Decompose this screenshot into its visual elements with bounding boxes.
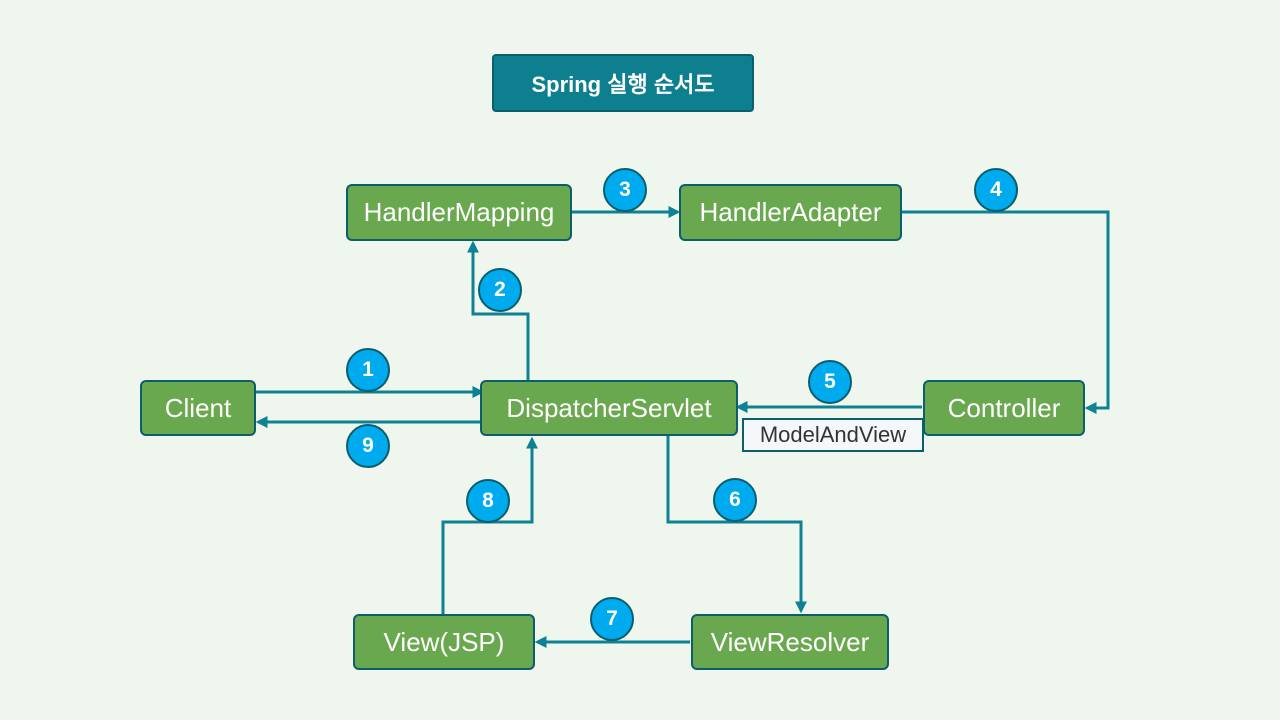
node-handler-mapping: HandlerMapping: [346, 184, 572, 241]
step-badge-7: 7: [590, 597, 634, 641]
arrow-step-8: [441, 436, 538, 614]
step-badge-2: 2: [478, 268, 522, 312]
node-handler-adapter: HandlerAdapter: [679, 184, 902, 241]
node-dispatcher-servlet: DispatcherServlet: [480, 380, 738, 436]
diagram-title: Spring 실행 순서도: [492, 54, 754, 112]
arrow-step-4: [902, 210, 1110, 414]
step-badge-3: 3: [603, 168, 647, 212]
arrow-step-2: [467, 240, 530, 380]
step-badge-5: 5: [808, 360, 852, 404]
step-badge-8: 8: [466, 479, 510, 523]
step-badge-6: 6: [713, 478, 757, 522]
node-view-resolver: ViewResolver: [691, 614, 889, 670]
node-client: Client: [140, 380, 256, 436]
step-badge-1: 1: [346, 348, 390, 392]
step-badge-9: 9: [346, 424, 390, 468]
model-and-view-label: ModelAndView: [742, 418, 924, 452]
step-badge-4: 4: [974, 168, 1018, 212]
node-controller: Controller: [923, 380, 1085, 436]
arrow-step-6: [666, 436, 807, 614]
node-view-jsp: View(JSP): [353, 614, 535, 670]
